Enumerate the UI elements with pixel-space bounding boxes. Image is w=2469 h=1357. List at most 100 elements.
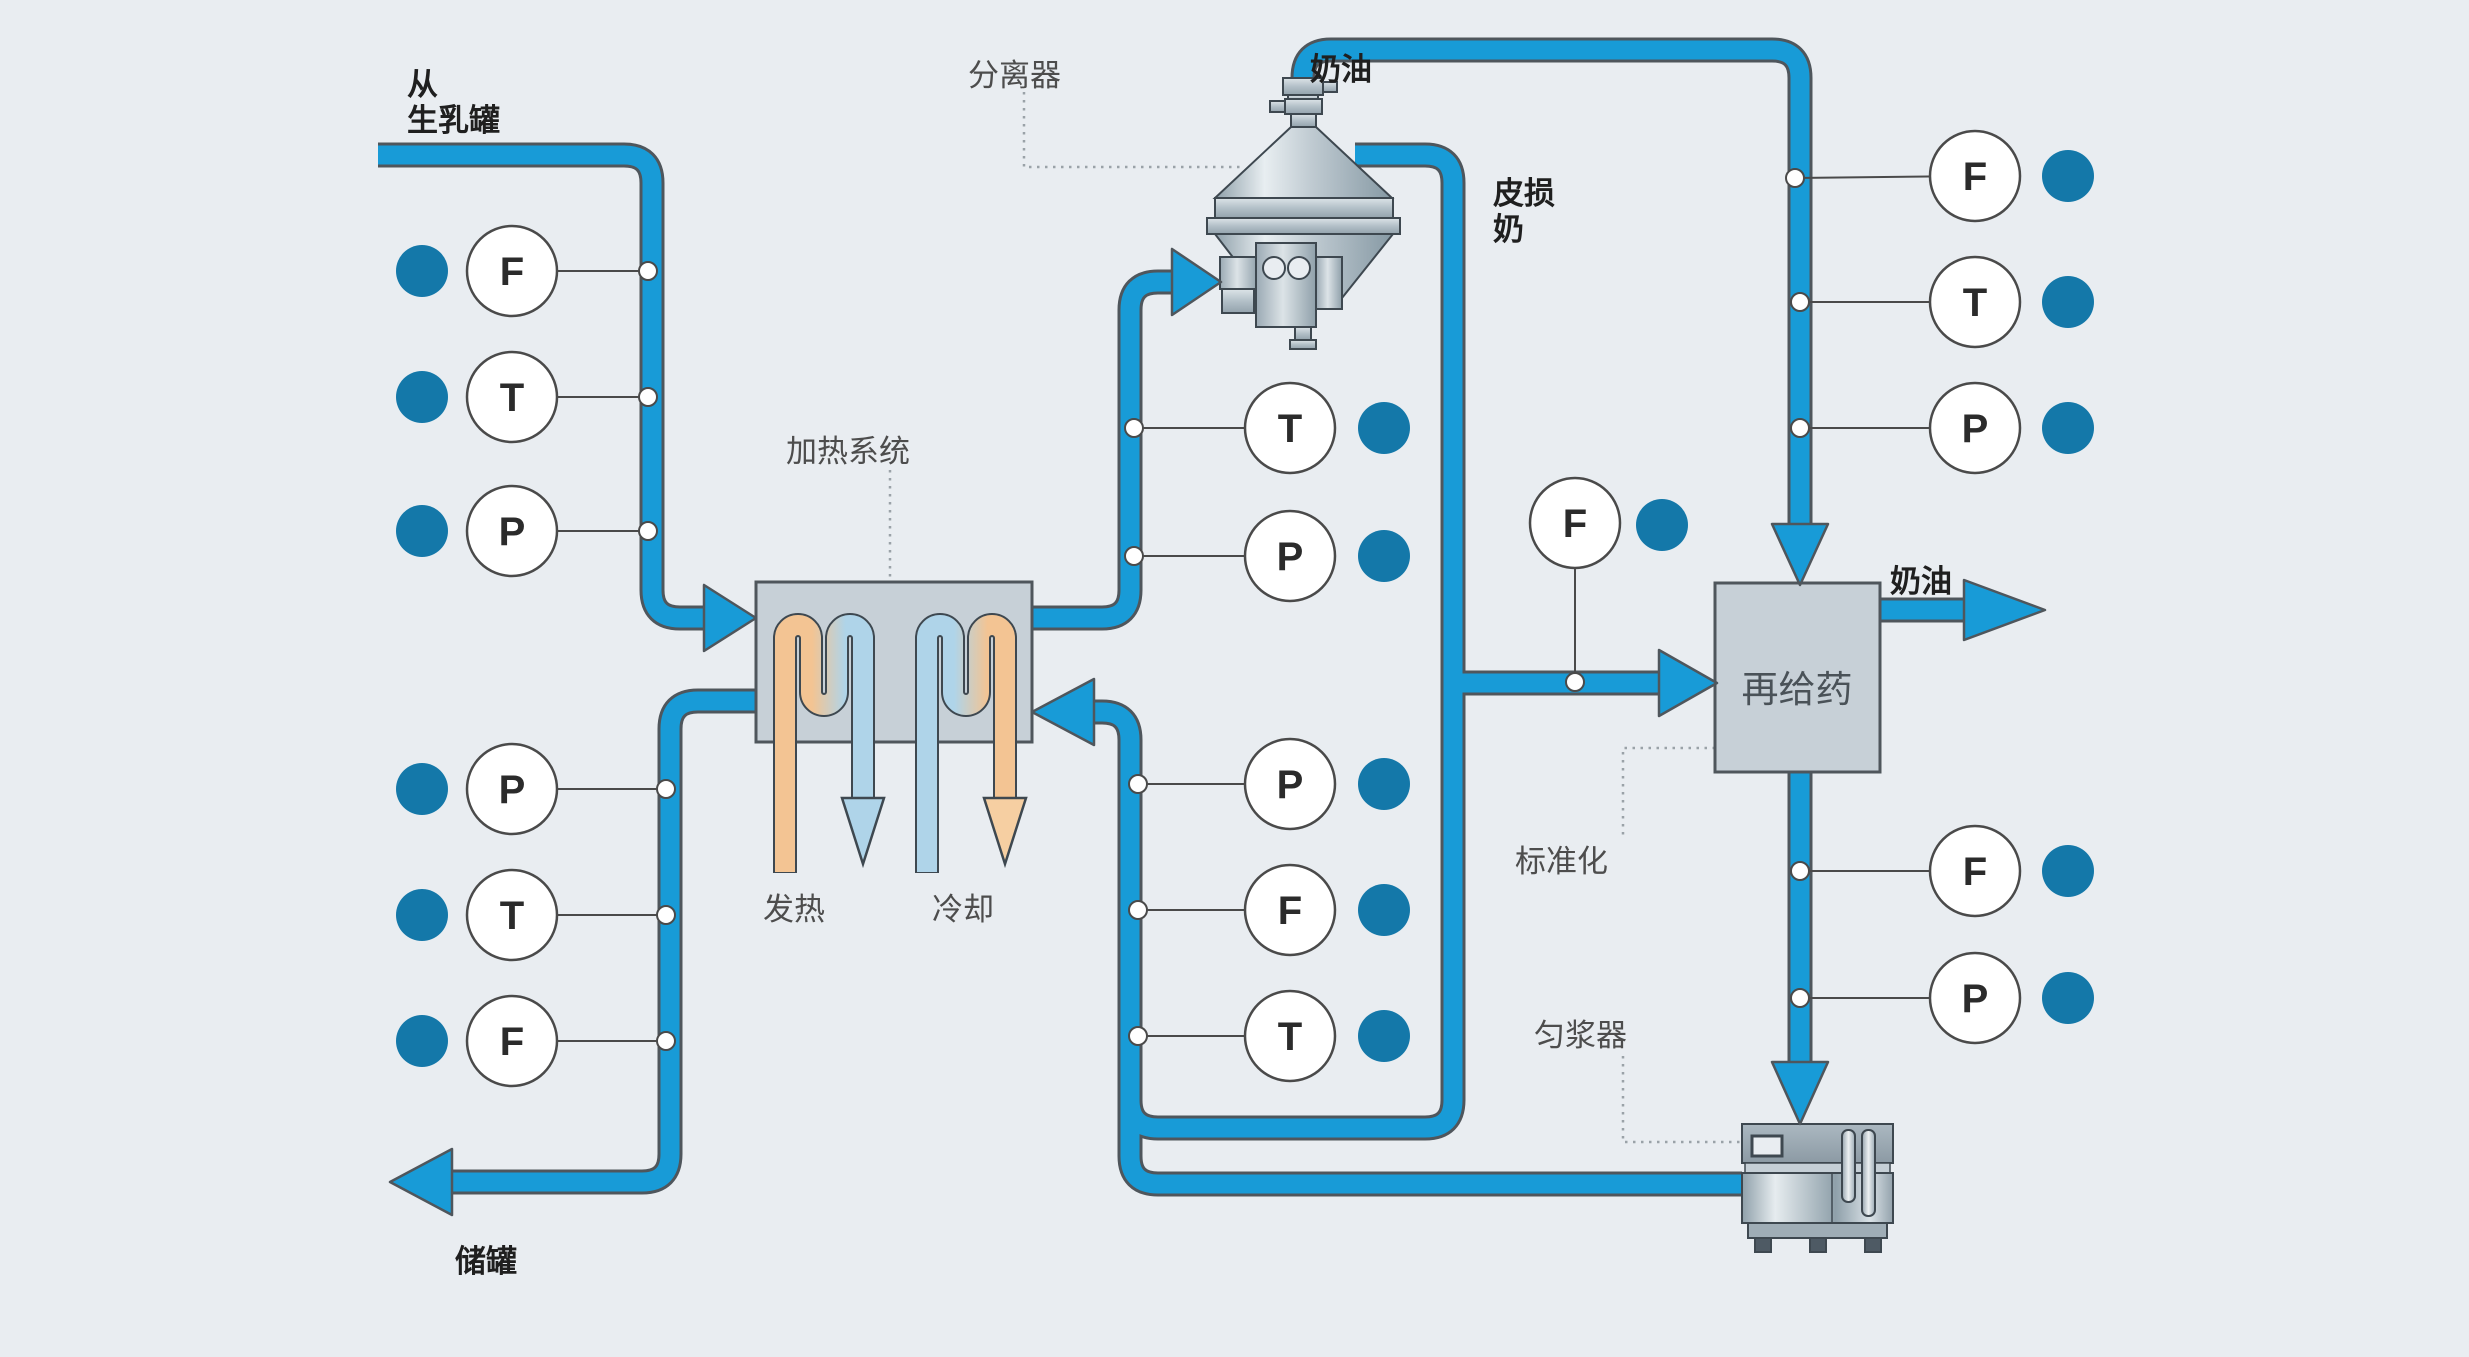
arrow-into-homogenizer-icon — [1770, 1060, 1830, 1126]
separator-pump-center — [1255, 242, 1317, 328]
sensor-letter-T: T — [1278, 1015, 1302, 1059]
indicator-dot — [2042, 845, 2094, 897]
arrow-cream-out-icon — [1962, 578, 2047, 642]
homogenizer-leg-1 — [1754, 1237, 1772, 1253]
sensor-letter-P: P — [499, 510, 526, 554]
sensor-circle-F — [465, 994, 559, 1088]
sensor-letter-P: P — [1277, 763, 1304, 807]
indicator-dot — [2042, 972, 2094, 1024]
sensor-letter-F: F — [500, 1020, 524, 1064]
separator-port-right — [1287, 256, 1311, 280]
indicator-dot — [396, 1015, 448, 1067]
sensor-letter-T: T — [500, 376, 524, 420]
sensor-letter-P: P — [1962, 977, 1989, 1021]
separator-callout-line — [1022, 92, 1240, 169]
pipe-tap-dot — [656, 905, 676, 925]
homogenizer-leg-3 — [1864, 1237, 1882, 1253]
sensor-letter-P: P — [499, 768, 526, 812]
pipe-tap-dot — [1790, 861, 1810, 881]
redosing-label: 再给药 — [1742, 669, 1853, 710]
pipe-tap-dot — [1785, 168, 1805, 188]
arrow-into-redosing-left-icon — [1657, 648, 1719, 718]
pipe-tap-dot — [656, 779, 676, 799]
separator-neck — [1290, 113, 1317, 128]
indicator-dot — [2042, 150, 2094, 202]
sensor-circle-P — [1928, 381, 2022, 475]
pipe-cream — [1293, 40, 1810, 524]
redosing-unit: 再给药 — [1713, 581, 1882, 774]
sensor-letter-T: T — [1278, 407, 1302, 451]
separator-pump-left-lower — [1221, 288, 1255, 314]
skim-milk-label-line1: 皮损 — [1493, 176, 1555, 211]
separator-band-upper — [1214, 197, 1394, 219]
separator-port-left — [1262, 256, 1286, 280]
cream-out-label: 奶油 — [1890, 564, 1952, 599]
homogenizer-base — [1747, 1222, 1888, 1239]
sensor-circle-F — [1243, 863, 1337, 957]
pipe-to-separator — [1032, 272, 1172, 628]
separator-foot — [1289, 339, 1317, 350]
sensor-letter-F: F — [1563, 502, 1587, 546]
indicator-dot — [1358, 884, 1410, 936]
indicator-dot — [396, 245, 448, 297]
sensor-circle-F — [1528, 476, 1622, 570]
cream-top-label: 奶油 — [1310, 52, 1372, 87]
sensor-circle-F — [1928, 129, 2022, 223]
sensor-circle-T — [465, 868, 559, 962]
pipe-tap-dot — [1790, 988, 1810, 1008]
pipe-network — [378, 40, 1964, 1194]
sensor-letter-P: P — [1277, 535, 1304, 579]
pipe-tap-dot — [1790, 418, 1810, 438]
pipe-tap-dot — [638, 261, 658, 281]
sensor-letter-F: F — [500, 250, 524, 294]
separator-label: 分离器 — [968, 58, 1061, 93]
skim-milk-label-line2: 奶 — [1493, 212, 1524, 247]
sensor-letter-F: F — [1278, 889, 1302, 933]
arrow-to-storage-icon — [388, 1147, 454, 1217]
hot-to-cold-coil — [775, 615, 873, 872]
flow-arrows — [388, 247, 2047, 1217]
sensor-letter-T: T — [500, 894, 524, 938]
separator-pump-right — [1315, 256, 1343, 310]
separator-stem — [1294, 326, 1312, 341]
sensor-circle-T — [1928, 255, 2022, 349]
indicator-dot — [396, 763, 448, 815]
sensor-letter-P: P — [1962, 407, 1989, 451]
storage-tank-label: 储罐 — [455, 1244, 517, 1279]
indicator-dot — [1636, 499, 1688, 551]
redosing-box — [1713, 581, 1882, 774]
cold-to-hot-coil — [917, 615, 1015, 872]
homogenizer-tube-2 — [1861, 1129, 1876, 1217]
indicator-dot — [1358, 1010, 1410, 1062]
homogenizer-label: 匀浆器 — [1534, 1018, 1627, 1053]
heating-label: 发热 — [763, 892, 825, 927]
pipe-tap-dot — [1128, 900, 1148, 920]
separator-pump-left — [1219, 256, 1259, 290]
pipe-return — [1092, 702, 1742, 1194]
sensor-circle-T — [1243, 381, 1337, 475]
sensor-circle-P — [465, 742, 559, 836]
separator-band-lower — [1206, 217, 1401, 235]
pipe-tap-dot — [656, 1031, 676, 1051]
from-raw-milk-tank-label-line2: 生乳罐 — [407, 103, 500, 138]
separator-valve-stub-left — [1269, 100, 1286, 113]
arrow-into-heater-icon — [702, 583, 758, 653]
indicator-dot — [1358, 530, 1410, 582]
standardization-label: 标准化 — [1515, 844, 1608, 879]
sensor-circle-F — [465, 224, 559, 318]
sensor-circle-P — [1243, 737, 1337, 831]
pipe-tap-dot — [638, 521, 658, 541]
indicator-dot — [1358, 402, 1410, 454]
indicator-dot — [396, 371, 448, 423]
label-layer: 从 生乳罐 分离器 奶油 皮损 奶 加热系统 发热 冷却 储罐 奶油 标准化 匀… — [407, 52, 1952, 1279]
pipe-tap-dot — [1128, 774, 1148, 794]
pipe-raw-milk-feed — [378, 145, 704, 628]
homogenizer-machine — [1741, 1123, 1894, 1253]
indicator-dot — [396, 889, 448, 941]
sensor-letter-T: T — [1963, 281, 1987, 325]
homogenizer-panel — [1750, 1134, 1784, 1158]
pipe-tap-dot — [638, 387, 658, 407]
